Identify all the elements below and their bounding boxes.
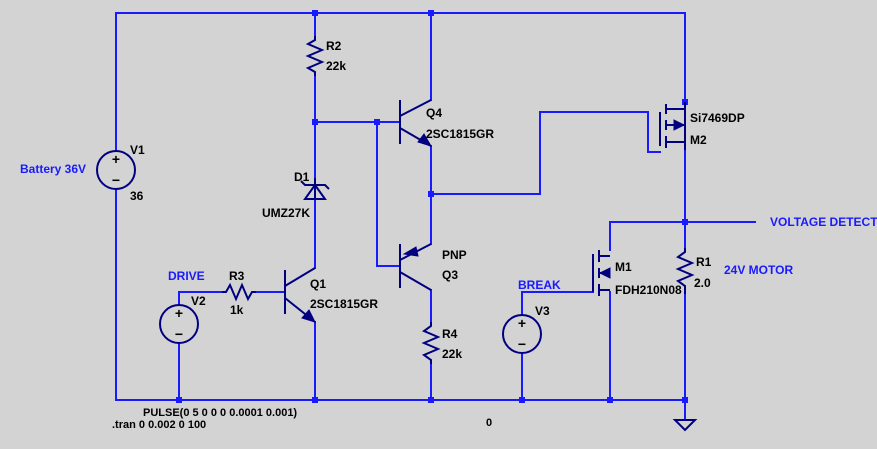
zener-d1 <box>300 178 330 200</box>
label-q4-ref: Q4 <box>426 106 442 120</box>
source-v2: + − <box>159 304 199 344</box>
label-m2-value: Si7469DP <box>690 111 745 125</box>
ground-node-label: 0 <box>486 417 492 429</box>
label-m1-value: FDH210N08 <box>615 283 682 297</box>
resistor-r1 <box>675 248 695 294</box>
junction-dot <box>682 219 688 225</box>
label-d1-ref: D1 <box>294 170 310 184</box>
source-v1: + − <box>96 150 136 190</box>
label-q1-value: 2SC1815GR <box>310 297 378 311</box>
label-q3-ref: Q3 <box>442 268 458 282</box>
label-r1-value: 2.0 <box>694 276 711 290</box>
junction-dot <box>607 397 613 403</box>
label-q3-value: PNP <box>442 248 467 262</box>
mosfet-m1 <box>592 250 611 296</box>
directive-pulse: PULSE(0 5 0 0 0 0.0001 0.001) <box>143 407 297 419</box>
transistor-q3 <box>399 243 432 291</box>
junction-dot <box>428 397 434 403</box>
junctions <box>176 10 688 403</box>
svg-text:+: + <box>175 305 183 321</box>
ground-symbol <box>672 419 698 432</box>
svg-text:+: + <box>518 315 526 331</box>
label-v1-ref: V1 <box>130 143 145 157</box>
transistor-q1 <box>284 267 316 323</box>
junction-dot <box>374 119 380 125</box>
resistor-r4 <box>421 322 441 364</box>
label-d1-value: UMZ27K <box>262 206 310 220</box>
net-label-battery: Battery 36V <box>20 162 86 176</box>
junction-dot <box>682 397 688 403</box>
source-v3: + − <box>502 314 542 354</box>
label-v2-ref: V2 <box>191 294 206 308</box>
label-r2-value: 22k <box>326 59 346 73</box>
svg-text:+: + <box>112 151 120 167</box>
label-r4-value: 22k <box>442 347 462 361</box>
label-r2-ref: R2 <box>326 39 342 53</box>
label-r3-value: 1k <box>230 303 244 317</box>
junction-dot <box>176 397 182 403</box>
label-q1-ref: Q1 <box>310 277 326 291</box>
junction-dot <box>519 397 525 403</box>
junction-dot <box>312 119 318 125</box>
net-label-motor: 24V MOTOR <box>724 263 793 277</box>
label-r3-ref: R3 <box>229 269 245 283</box>
transistor-q4 <box>399 99 433 147</box>
wire-m1-drain <box>609 221 756 251</box>
svg-text:−: − <box>112 172 120 188</box>
label-m2-ref: M2 <box>690 133 707 147</box>
net-label-voltage-detect: VOLTAGE DETECT <box>770 215 877 229</box>
label-r4-ref: R4 <box>442 327 458 341</box>
directive-tran: .tran 0 0.002 0 100 <box>112 419 206 431</box>
label-m1-ref: M1 <box>615 260 632 274</box>
wire-m2-gate <box>430 111 661 195</box>
wire-v2-top <box>178 291 223 305</box>
label-q4-value: 2SC1815GR <box>426 127 494 141</box>
junction-dot <box>428 191 434 197</box>
svg-text:−: − <box>175 326 183 342</box>
net-label-drive: DRIVE <box>168 269 205 283</box>
svg-text:−: − <box>518 336 526 352</box>
wires <box>115 12 756 421</box>
label-v3-ref: V3 <box>535 304 550 318</box>
wire-base-node <box>314 121 401 267</box>
net-label-break: BREAK <box>518 278 561 292</box>
junction-dot <box>312 10 318 16</box>
junction-dot <box>428 10 434 16</box>
wire-v3-top <box>521 291 594 315</box>
resistor-r2 <box>305 36 325 76</box>
label-v1-value: 36 <box>130 189 144 203</box>
mosfet-m2 <box>659 102 686 150</box>
wire-top-rail <box>115 12 686 103</box>
resistor-r3 <box>222 282 256 302</box>
label-r1-ref: R1 <box>696 255 712 269</box>
junction-dot <box>312 397 318 403</box>
